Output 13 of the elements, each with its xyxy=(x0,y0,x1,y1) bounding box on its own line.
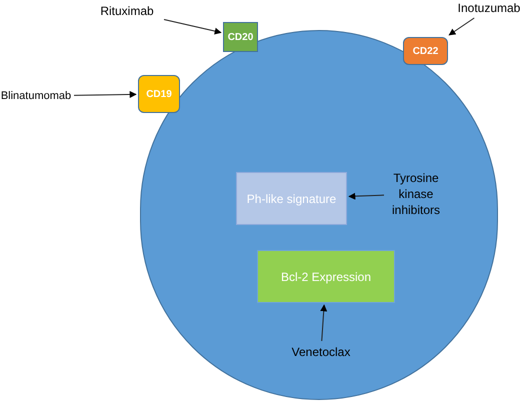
arrow xyxy=(448,18,475,36)
drug-label: Rituximab xyxy=(92,2,162,20)
drug-label: Venetoclax xyxy=(288,343,354,361)
drug-label: Inotuzumab xyxy=(458,0,520,16)
arrow xyxy=(320,304,328,342)
arrow xyxy=(348,192,384,200)
drug-label: Blinatumomab xyxy=(0,87,72,105)
arrow xyxy=(74,90,137,98)
arrow xyxy=(164,18,222,35)
antigen-box: CD20 xyxy=(223,22,258,52)
marker-box: Ph-like signature xyxy=(236,172,347,225)
marker-box: Bcl-2 Expression xyxy=(257,250,395,303)
drug-label: Tyrosine kinase inhibitors xyxy=(386,170,446,218)
